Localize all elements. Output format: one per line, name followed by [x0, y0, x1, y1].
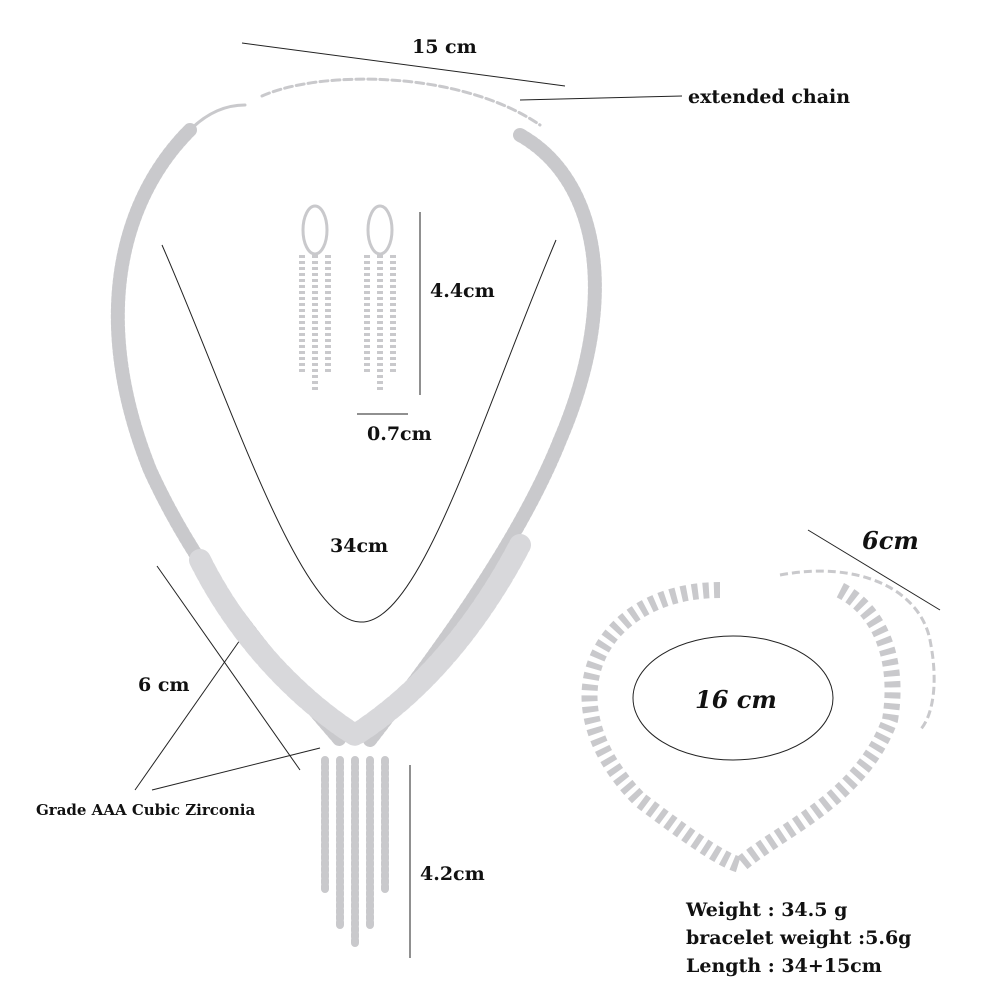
- bracelet-weight-spec: bracelet weight :5.6g: [686, 927, 912, 949]
- necklace: [110, 77, 602, 949]
- chain-width-label: 15 cm: [412, 36, 477, 58]
- specs-block: Weight : 34.5 g bracelet weight :5.6g Le…: [686, 896, 911, 980]
- bracelet-extension-label: 6cm: [862, 526, 919, 555]
- bracelet-length-label: 16 cm: [695, 685, 777, 714]
- earrings: [299, 204, 396, 390]
- tassel-length-label: 4.2cm: [420, 863, 485, 885]
- dimension-lines: [134, 42, 941, 958]
- weight-spec: Weight : 34.5 g: [686, 899, 848, 921]
- earring-height-label: 4.4cm: [430, 280, 495, 302]
- bracelet: [581, 569, 936, 874]
- extended-chain-label: extended chain: [688, 86, 851, 108]
- pendant-width-label: 6 cm: [138, 674, 190, 696]
- necklace-length-label: 34cm: [330, 535, 389, 557]
- material-label: Grade AAA Cubic Zirconia: [36, 801, 256, 819]
- earring-width-label: 0.7cm: [367, 423, 432, 445]
- length-spec: Length : 34+15cm: [686, 955, 882, 977]
